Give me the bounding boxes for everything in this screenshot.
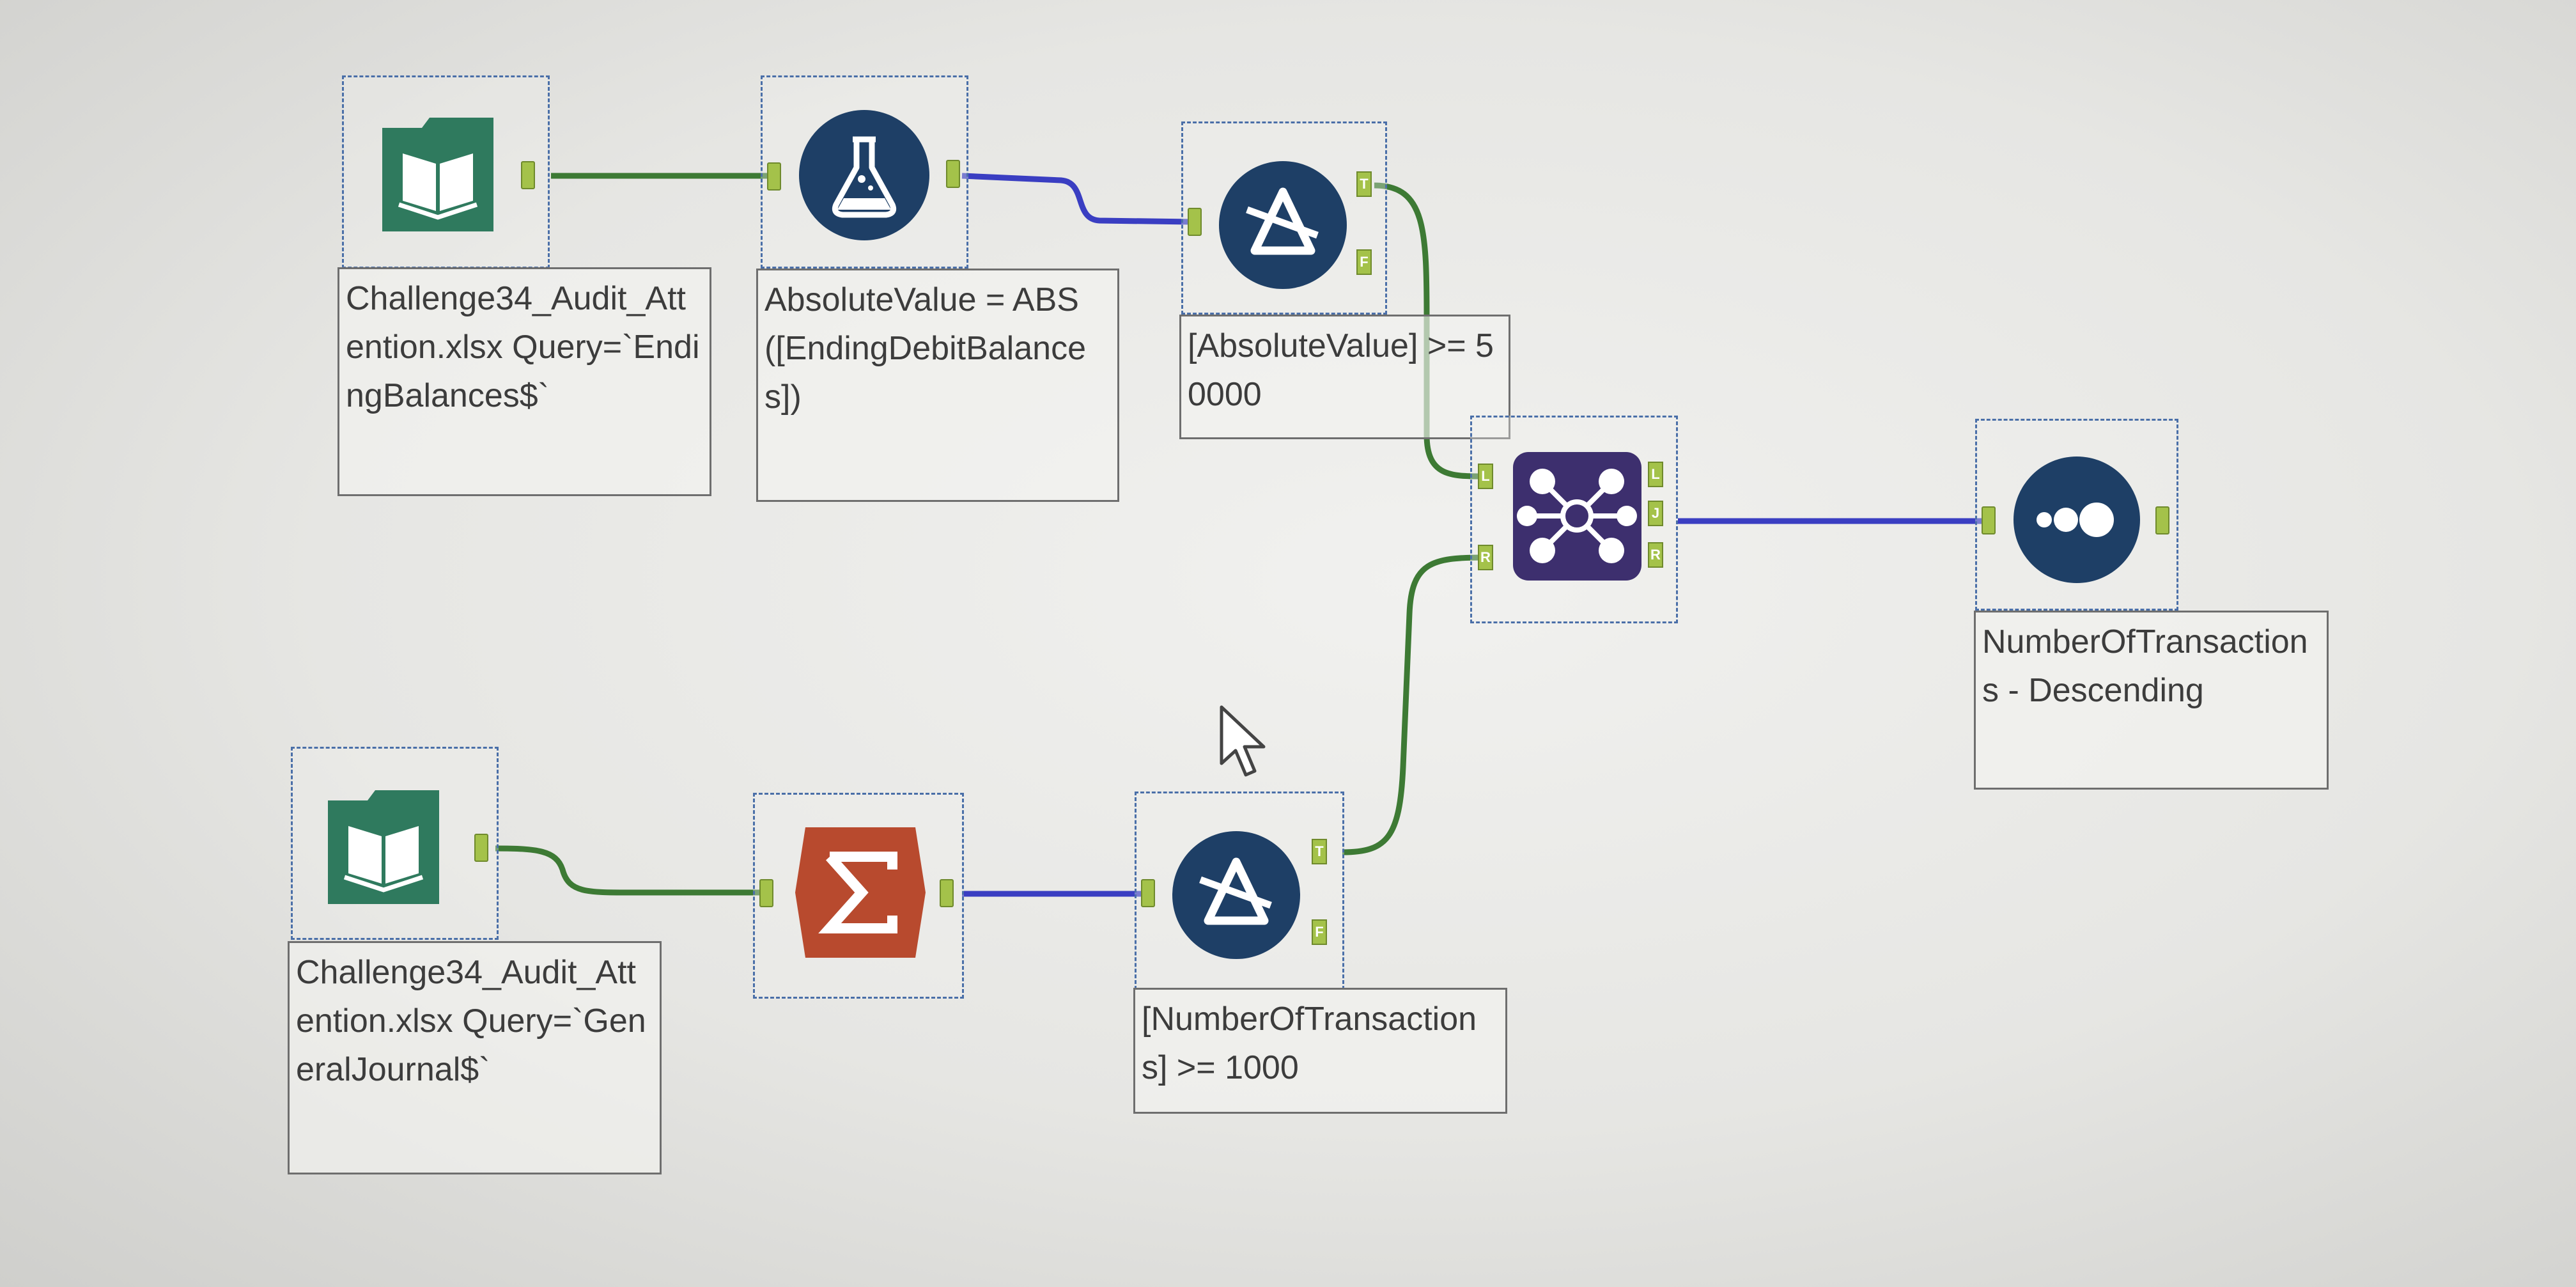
wire-filter-bottom-true-to-join-right — [1342, 554, 1484, 855]
filter-top-true-anchor[interactable]: T — [1356, 171, 1372, 197]
join-left-input-anchor[interactable]: L — [1478, 464, 1493, 489]
sort-dots-icon[interactable] — [2012, 455, 2141, 584]
book-folder-icon[interactable] — [323, 781, 444, 909]
sort-annotation: NumberOfTransactions - Descending — [1974, 611, 2329, 790]
filter-top-input-anchor[interactable] — [1188, 208, 1202, 236]
summarize-output-anchor[interactable] — [940, 879, 954, 907]
input-top-annotation: Challenge34_Audit_Attention.xlsx Query=`… — [338, 267, 711, 496]
join-hub-icon[interactable] — [1512, 451, 1643, 582]
filter-top-false-anchor[interactable]: F — [1356, 249, 1372, 275]
formula-input-anchor[interactable] — [767, 162, 781, 191]
wire-formula-to-filter-top — [961, 173, 1193, 225]
filter-triangle-icon[interactable] — [1218, 160, 1349, 291]
sigma-icon[interactable] — [793, 825, 928, 960]
filter-bottom-input-anchor[interactable] — [1141, 879, 1155, 907]
filter-top-annotation: [AbsoluteValue] >= 50000 — [1179, 315, 1510, 439]
filter-triangle-icon[interactable] — [1171, 830, 1302, 961]
filter-bottom-annotation: [NumberOfTransactions] >= 1000 — [1133, 988, 1507, 1114]
input-top-output-anchor[interactable] — [521, 161, 535, 189]
mouse-cursor-icon — [1220, 705, 1266, 777]
formula-output-anchor[interactable] — [946, 160, 960, 188]
wire-filter-top-true-to-join-left — [1374, 182, 1484, 480]
wire-input-bottom-to-summarize — [495, 845, 761, 896]
join-left-output-anchor[interactable]: L — [1648, 462, 1663, 487]
sort-output-anchor[interactable] — [2155, 506, 2169, 534]
join-join-output-anchor[interactable]: J — [1648, 501, 1663, 526]
formula-annotation: AbsoluteValue = ABS ([EndingDebitBalance… — [756, 269, 1119, 502]
summarize-input-anchor[interactable] — [759, 879, 773, 907]
flask-icon[interactable] — [798, 109, 931, 242]
join-right-input-anchor[interactable]: R — [1478, 545, 1493, 570]
book-folder-icon[interactable] — [377, 109, 499, 237]
filter-bottom-false-anchor[interactable]: F — [1312, 919, 1327, 945]
input-bottom-annotation: Challenge34_Audit_Attention.xlsx Query=`… — [288, 941, 662, 1174]
sort-input-anchor[interactable] — [1982, 506, 1996, 534]
join-right-output-anchor[interactable]: R — [1648, 542, 1663, 568]
input-bottom-output-anchor[interactable] — [474, 834, 488, 862]
filter-bottom-true-anchor[interactable]: T — [1312, 839, 1327, 864]
